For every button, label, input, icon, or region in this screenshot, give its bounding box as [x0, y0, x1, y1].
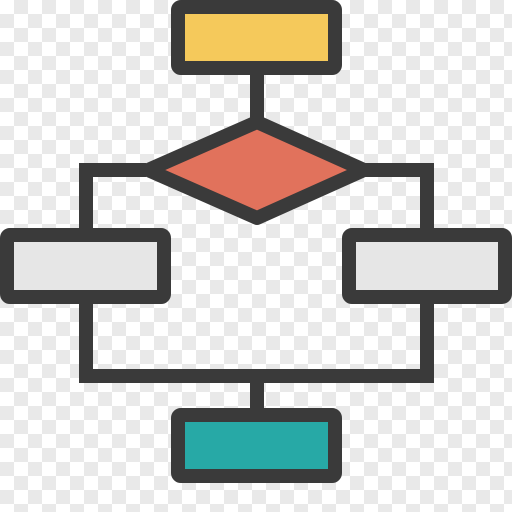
start-box: [171, 0, 342, 75]
connector-lines: [79, 68, 434, 412]
connector-decision-to-left: [79, 163, 146, 235]
connector-left-to-merge: [79, 302, 257, 383]
end-box: [171, 408, 342, 483]
connector-decision-to-right: [365, 163, 434, 235]
process-box-right: [342, 228, 512, 304]
decision-diamond: [141, 115, 371, 225]
process-box-left: [0, 228, 171, 304]
connector-right-to-merge: [257, 302, 434, 383]
